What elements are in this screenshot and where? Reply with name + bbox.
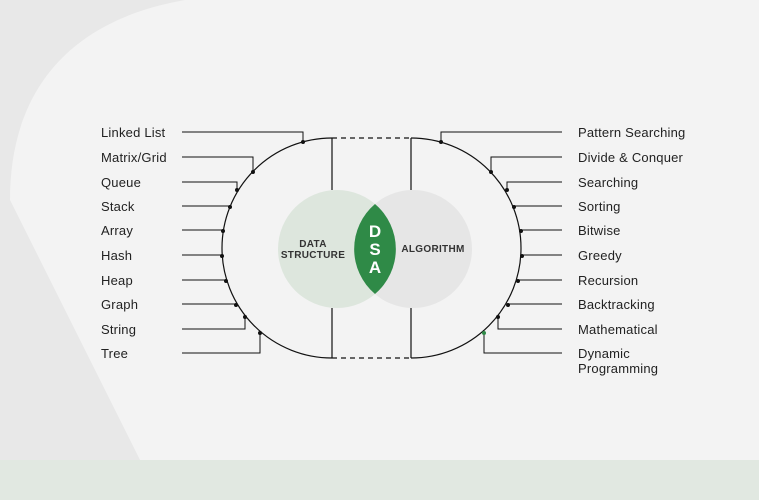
label-searching: Searching (578, 175, 639, 190)
right-connector-dot-backtracking (506, 303, 510, 307)
label-dynamic-programming-line1: Dynamic (578, 346, 630, 361)
data-structure-label-line2: STRUCTURE (280, 250, 346, 261)
left-leader-tree (182, 333, 261, 354)
left-leader-graph (182, 303, 237, 305)
label-hash: Hash (101, 248, 133, 263)
label-linked-list: Linked List (101, 125, 166, 140)
right-connector-dot-dynamic-programming (482, 331, 486, 335)
right-connector-dot-divide-and-conquer (489, 170, 493, 174)
right-leader-backtracking (507, 303, 562, 305)
label-graph: Graph (101, 297, 139, 312)
left-leader-string (182, 317, 246, 330)
right-connector-dot-recursion (516, 279, 520, 283)
left-arc (221, 137, 333, 359)
outer-frame (221, 137, 522, 359)
left-connector-dot-tree (258, 331, 262, 335)
label-string: String (101, 322, 137, 337)
label-array: Array (101, 223, 134, 238)
label-bitwise: Bitwise (578, 223, 621, 238)
label-mathematical: Mathematical (578, 322, 658, 337)
label-heap: Heap (101, 273, 133, 288)
label-queue: Queue (101, 175, 142, 190)
left-connector-dot-hash (220, 254, 224, 258)
right-connector-dot-sorting (512, 205, 516, 209)
label-sorting: Sorting (578, 199, 621, 214)
right-connector-dot-greedy (520, 254, 524, 258)
right-leader-dynamic-programming (483, 333, 562, 354)
dsa-lens (354, 204, 396, 294)
label-pattern-searching: Pattern Searching (578, 125, 686, 140)
data-structure-label: DATA STRUCTURE (272, 239, 354, 261)
left-connector-dot-queue (235, 188, 239, 192)
left-leader-stack (182, 205, 231, 207)
right-leader-recursion (517, 279, 562, 281)
label-divide-and-conquer: Divide & Conquer (578, 150, 684, 165)
label-tree: Tree (101, 346, 129, 361)
right-connector-dot-mathematical (496, 315, 500, 319)
left-connector-dot-string (243, 315, 247, 319)
dsa-letter-a: A (368, 258, 382, 277)
right-connector-dot-pattern-searching (439, 140, 443, 144)
left-leader-lines (182, 131, 305, 354)
left-connector-dot-heap (224, 279, 228, 283)
label-dynamic-programming: Dynamic Programming (578, 346, 658, 376)
label-greedy: Greedy (578, 248, 622, 263)
right-leader-bitwise (520, 229, 562, 231)
left-leader-hash (182, 254, 223, 256)
right-leader-mathematical (497, 317, 562, 330)
label-backtracking: Backtracking (578, 297, 655, 312)
label-matrix-grid: Matrix/Grid (101, 150, 167, 165)
left-leader-heap (182, 279, 227, 281)
left-connector-dot-stack (228, 205, 232, 209)
right-leader-greedy (521, 254, 562, 256)
right-leader-searching (506, 181, 562, 190)
algorithm-label: ALGORITHM (401, 244, 465, 255)
dsa-letter-d: D (368, 222, 382, 241)
left-connector-dot-array (221, 229, 225, 233)
right-leader-pattern-searching (440, 131, 562, 142)
right-leader-divide-and-conquer (490, 156, 562, 172)
left-leader-matrix-grid (182, 156, 254, 172)
background-swoosh (0, 0, 185, 460)
left-connector-dot-matrix-grid (251, 170, 255, 174)
right-leader-sorting (513, 205, 562, 207)
left-leader-queue (182, 181, 238, 190)
label-stack: Stack (101, 199, 135, 214)
label-recursion: Recursion (578, 273, 639, 288)
left-leader-array (182, 229, 224, 231)
right-connector-dot-searching (505, 188, 509, 192)
dsa-letter-s: S (369, 240, 381, 259)
left-connector-dot-graph (234, 303, 238, 307)
right-arc (410, 137, 522, 359)
data-structure-label-line1: DATA (299, 239, 327, 250)
left-leader-linked-list (182, 131, 304, 142)
left-connector-dot-linked-list (301, 140, 305, 144)
label-dynamic-programming-line2: Programming (578, 361, 659, 376)
right-leader-lines (439, 131, 562, 354)
right-connector-dot-bitwise (519, 229, 523, 233)
footer-band (0, 460, 759, 500)
